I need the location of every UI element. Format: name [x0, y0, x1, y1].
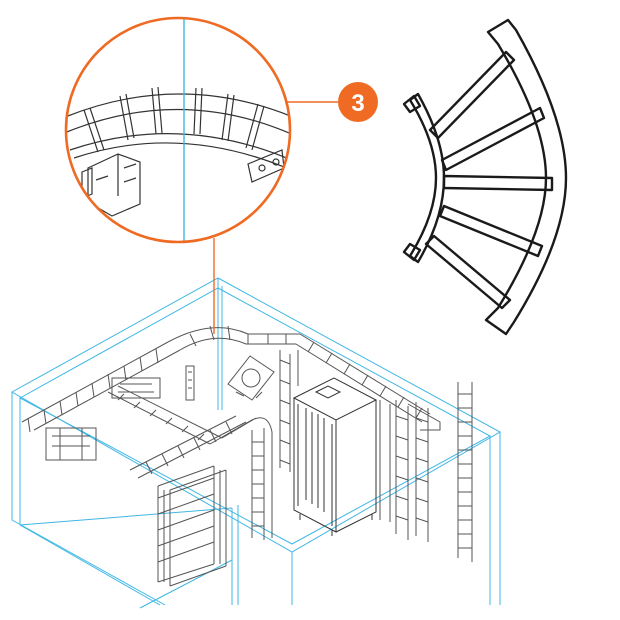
zoom-bracket-left: [87, 153, 141, 217]
ladder-tray-back-run: [167, 325, 441, 431]
standalone-ladder-right: [457, 382, 473, 562]
detail-zoom-circle: [64, 16, 292, 244]
callout-number: 3: [351, 90, 364, 117]
wall-bracket-left: [45, 427, 97, 461]
radius-bend-product-icon: [402, 18, 568, 336]
ladder-tray-middle-run: [107, 385, 273, 538]
vertical-ladder-center: [251, 428, 265, 540]
wall-mounting-plate: [227, 355, 275, 401]
open-rack: [279, 350, 299, 472]
hanger-rod: [185, 365, 195, 401]
zoom-tray-outer-arc: [66, 93, 290, 121]
callout-badge: 3: [338, 82, 378, 122]
server-cabinet: [292, 377, 378, 536]
bend-rung-3: [442, 174, 554, 192]
bend-rung-2: [440, 106, 546, 172]
zoom-tray-inner-arc: [66, 108, 290, 137]
ladder-tray-left-run: [21, 341, 181, 433]
vertical-cable-manager-right: [379, 400, 429, 542]
floor-frame-left: [157, 465, 227, 587]
room-equipment: [21, 325, 473, 587]
room-outline: [10, 277, 502, 609]
bend-rung-4: [438, 204, 544, 258]
ladder-tray-front-branch: [129, 415, 247, 479]
trapeze-bracket: [111, 377, 161, 399]
bend-rung-5: [424, 234, 512, 310]
bend-rung-1: [428, 50, 516, 140]
